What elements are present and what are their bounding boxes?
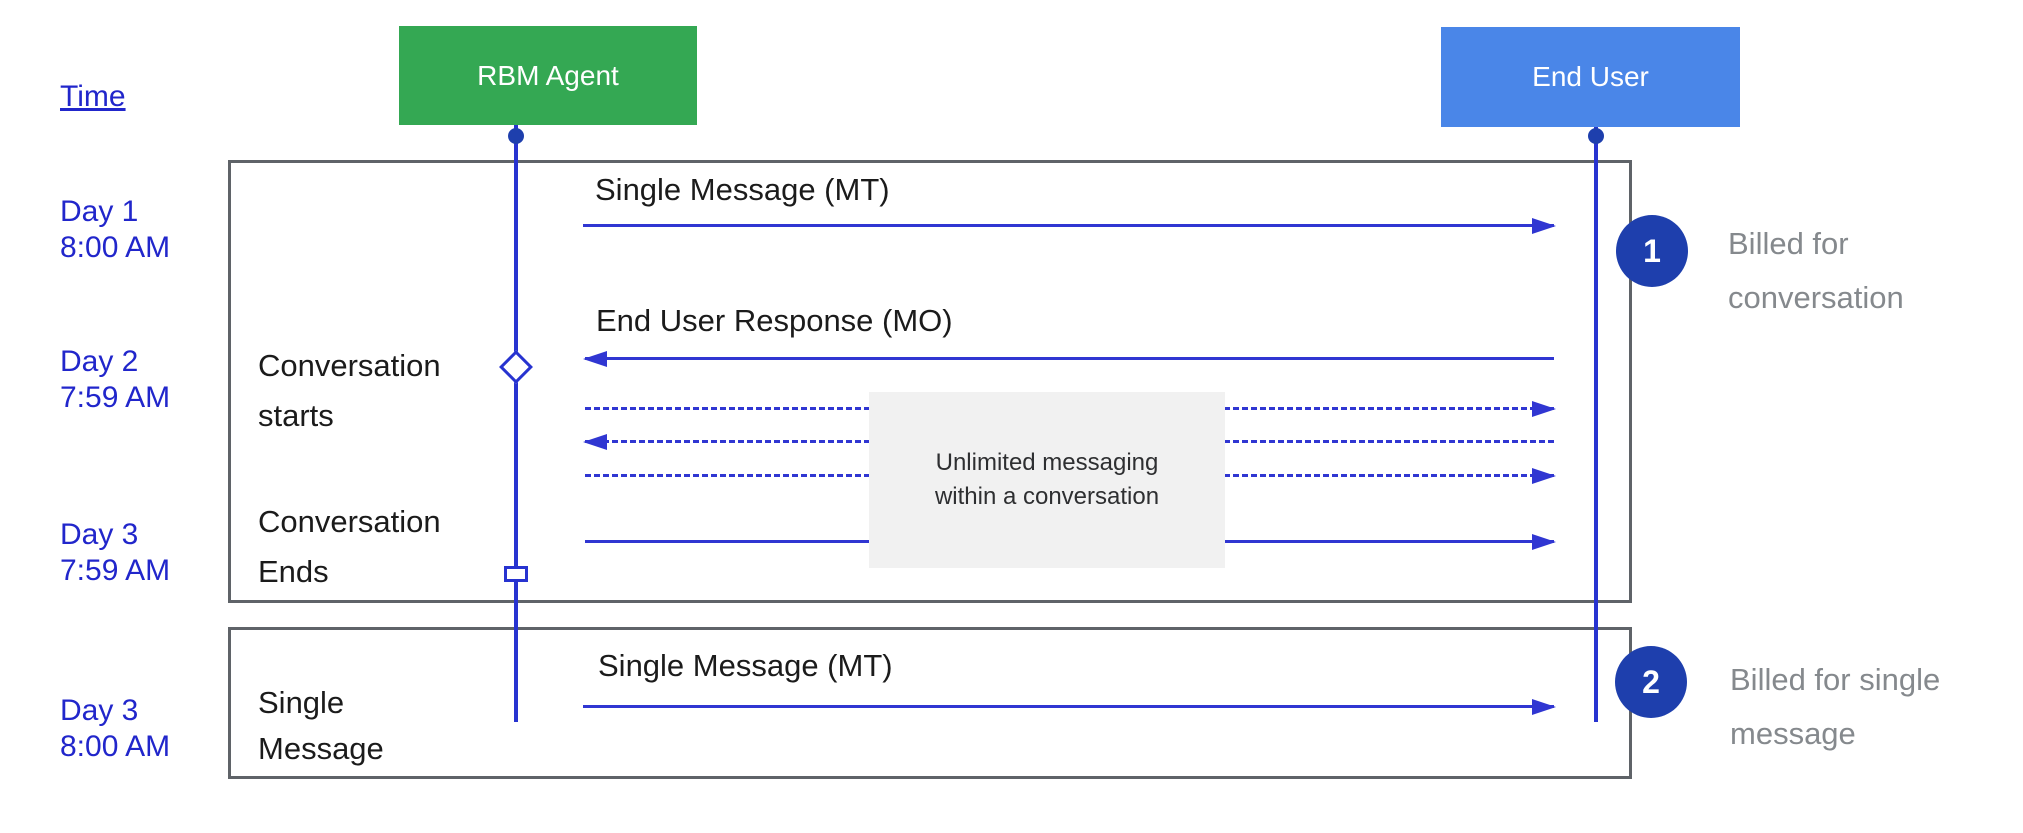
end-user-label: End User — [1532, 61, 1649, 92]
billing-label-2-line2: message — [1730, 716, 1856, 751]
conversation-end-square — [504, 566, 528, 582]
day-2-time: 7:59 AM — [60, 381, 171, 414]
end-user-lifeline-dot — [1588, 128, 1604, 144]
message-label-mt-2: Single Message (MT) — [598, 648, 893, 683]
conversation-starts-label: Conversation starts — [258, 341, 441, 441]
day-1-day: Day 1 — [60, 195, 139, 228]
day-3-time: 7:59 AM — [60, 554, 171, 587]
note-line2: within a conversation — [934, 483, 1160, 510]
day-3-day: Day 3 — [60, 518, 139, 551]
message-label-mo: End User Response (MO) — [596, 303, 953, 338]
conversation-frame — [228, 160, 1632, 603]
message-label-mt-1: Single Message (MT) — [595, 172, 890, 207]
conversation-ends-line2: Ends — [258, 554, 329, 589]
billing-label-1-line1: Billed for — [1728, 226, 1849, 261]
rbm-agent-label: RBM Agent — [477, 59, 619, 91]
billing-badge-1-number: 1 — [1643, 232, 1661, 269]
day-4-day: Day 3 — [60, 694, 139, 727]
mt-arrow-1 — [583, 218, 1556, 234]
billing-label-1: Billed for conversation — [1728, 217, 1904, 325]
end-user-box: End User — [1441, 27, 1740, 127]
billing-label-2: Billed for single message — [1730, 653, 1940, 761]
single-message-frame — [228, 627, 1632, 779]
end-user-lifeline — [1594, 127, 1598, 722]
time-axis-label: Time — [60, 80, 126, 113]
billing-badge-1: 1 — [1616, 215, 1688, 287]
mo-arrow — [583, 351, 1554, 367]
rbm-agent-box: RBM Agent — [399, 26, 697, 125]
single-message-line1: Single — [258, 685, 345, 720]
billing-badge-2-number: 2 — [1642, 663, 1660, 700]
conversation-starts-line2: starts — [258, 398, 334, 433]
billing-label-2-line1: Billed for single — [1730, 662, 1941, 697]
conversation-ends-line1: Conversation — [258, 504, 441, 539]
note-box: Unlimited messaging within a conversatio… — [869, 392, 1225, 568]
single-message-line2: Message — [258, 731, 384, 766]
mt-arrow-2 — [583, 699, 1556, 715]
day-4-time: 8:00 AM — [60, 730, 171, 763]
note-line1: Unlimited messaging — [935, 449, 1159, 476]
rbm-lifeline-dot — [508, 128, 524, 144]
billing-badge-2: 2 — [1615, 646, 1687, 718]
day-1-time: 8:00 AM — [60, 231, 171, 264]
conversation-starts-line1: Conversation — [258, 348, 441, 383]
rbm-lifeline — [514, 125, 518, 722]
billing-label-1-line2: conversation — [1728, 280, 1904, 315]
day-2-day: Day 2 — [60, 345, 139, 378]
